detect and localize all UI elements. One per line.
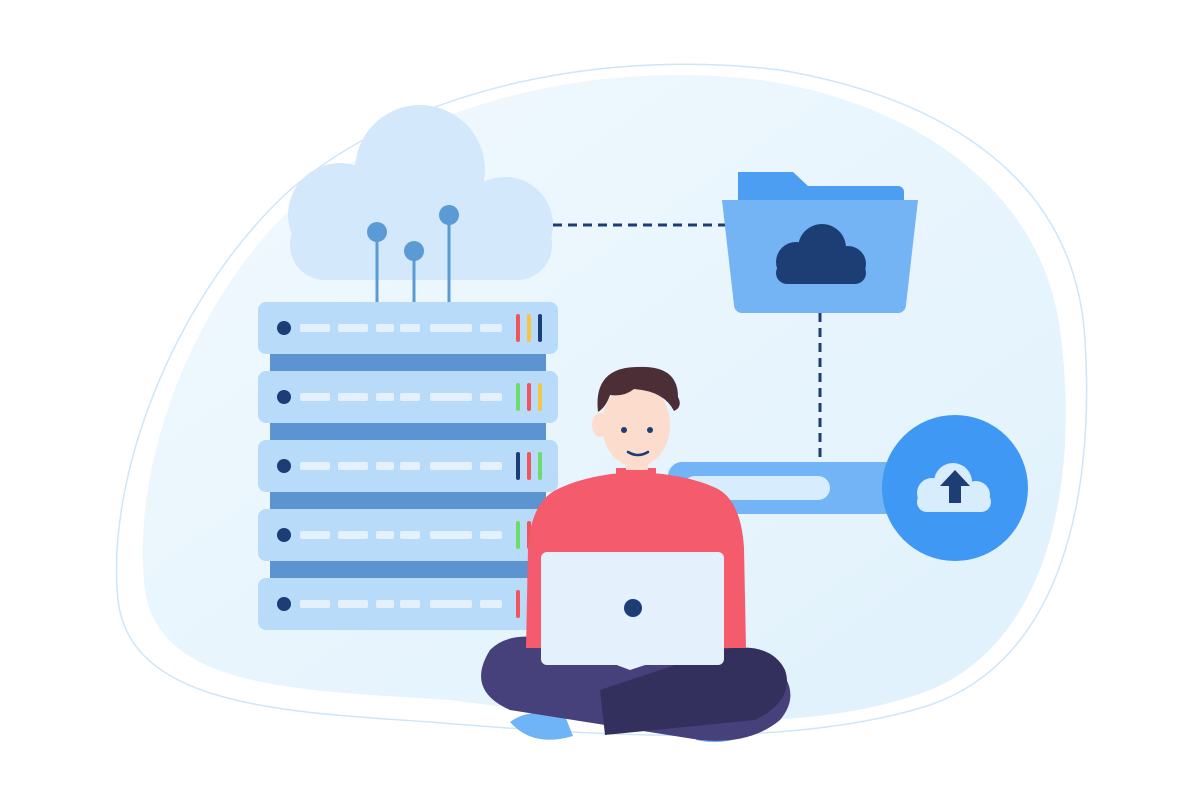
- server-slot: [430, 393, 472, 401]
- server-slot: [376, 462, 394, 470]
- server-slot: [480, 324, 502, 332]
- antenna-icons: [367, 205, 459, 302]
- server-slot: [430, 600, 472, 608]
- server-slot: [480, 600, 502, 608]
- server-led: [538, 314, 542, 342]
- background-blob-outline: [115, 63, 1088, 736]
- cloud-icon: [288, 105, 553, 280]
- server-slot: [300, 531, 330, 539]
- server-led: [516, 521, 520, 549]
- server-unit: [258, 578, 558, 630]
- server-led: [516, 383, 520, 411]
- server-led: [516, 452, 520, 480]
- server-slot: [300, 324, 330, 332]
- server-led: [516, 590, 520, 618]
- server-slot: [430, 531, 472, 539]
- server-slot: [300, 393, 330, 401]
- server-slot: [338, 531, 368, 539]
- server-led: [538, 452, 542, 480]
- person-figure: [481, 366, 791, 743]
- left-foot: [510, 712, 573, 740]
- folder-cloud-icon: [722, 172, 918, 313]
- server-led: [516, 314, 520, 342]
- server-power-dot: [277, 459, 291, 473]
- laptop-icon: [541, 552, 724, 665]
- server-power-dot: [277, 528, 291, 542]
- server-slot: [400, 324, 420, 332]
- server-unit: [258, 440, 558, 492]
- server-slot: [300, 462, 330, 470]
- server-slot: [338, 462, 368, 470]
- server-slot: [400, 462, 420, 470]
- server-slot: [338, 324, 368, 332]
- server-slot: [430, 324, 472, 332]
- server-slot: [480, 462, 502, 470]
- server-slot: [400, 600, 420, 608]
- server-slot: [480, 393, 502, 401]
- server-slot: [400, 393, 420, 401]
- server-power-dot: [277, 390, 291, 404]
- server-unit: [258, 371, 558, 423]
- server-slot: [376, 600, 394, 608]
- server-slot: [338, 393, 368, 401]
- server-led: [527, 383, 531, 411]
- server-power-dot: [277, 321, 291, 335]
- server-rack-icon: [258, 302, 558, 630]
- server-slot: [338, 600, 368, 608]
- server-led: [538, 383, 542, 411]
- server-slot: [376, 531, 394, 539]
- server-led: [527, 452, 531, 480]
- server-unit: [258, 509, 558, 561]
- server-led: [527, 314, 531, 342]
- server-slot: [400, 531, 420, 539]
- server-power-dot: [277, 597, 291, 611]
- server-slot: [376, 393, 394, 401]
- upload-cloud-icon: [882, 415, 1028, 561]
- server-slot: [300, 600, 330, 608]
- server-slot: [376, 324, 394, 332]
- server-slot: [430, 462, 472, 470]
- hair: [597, 366, 680, 412]
- server-slot: [480, 531, 502, 539]
- server-unit: [258, 302, 558, 354]
